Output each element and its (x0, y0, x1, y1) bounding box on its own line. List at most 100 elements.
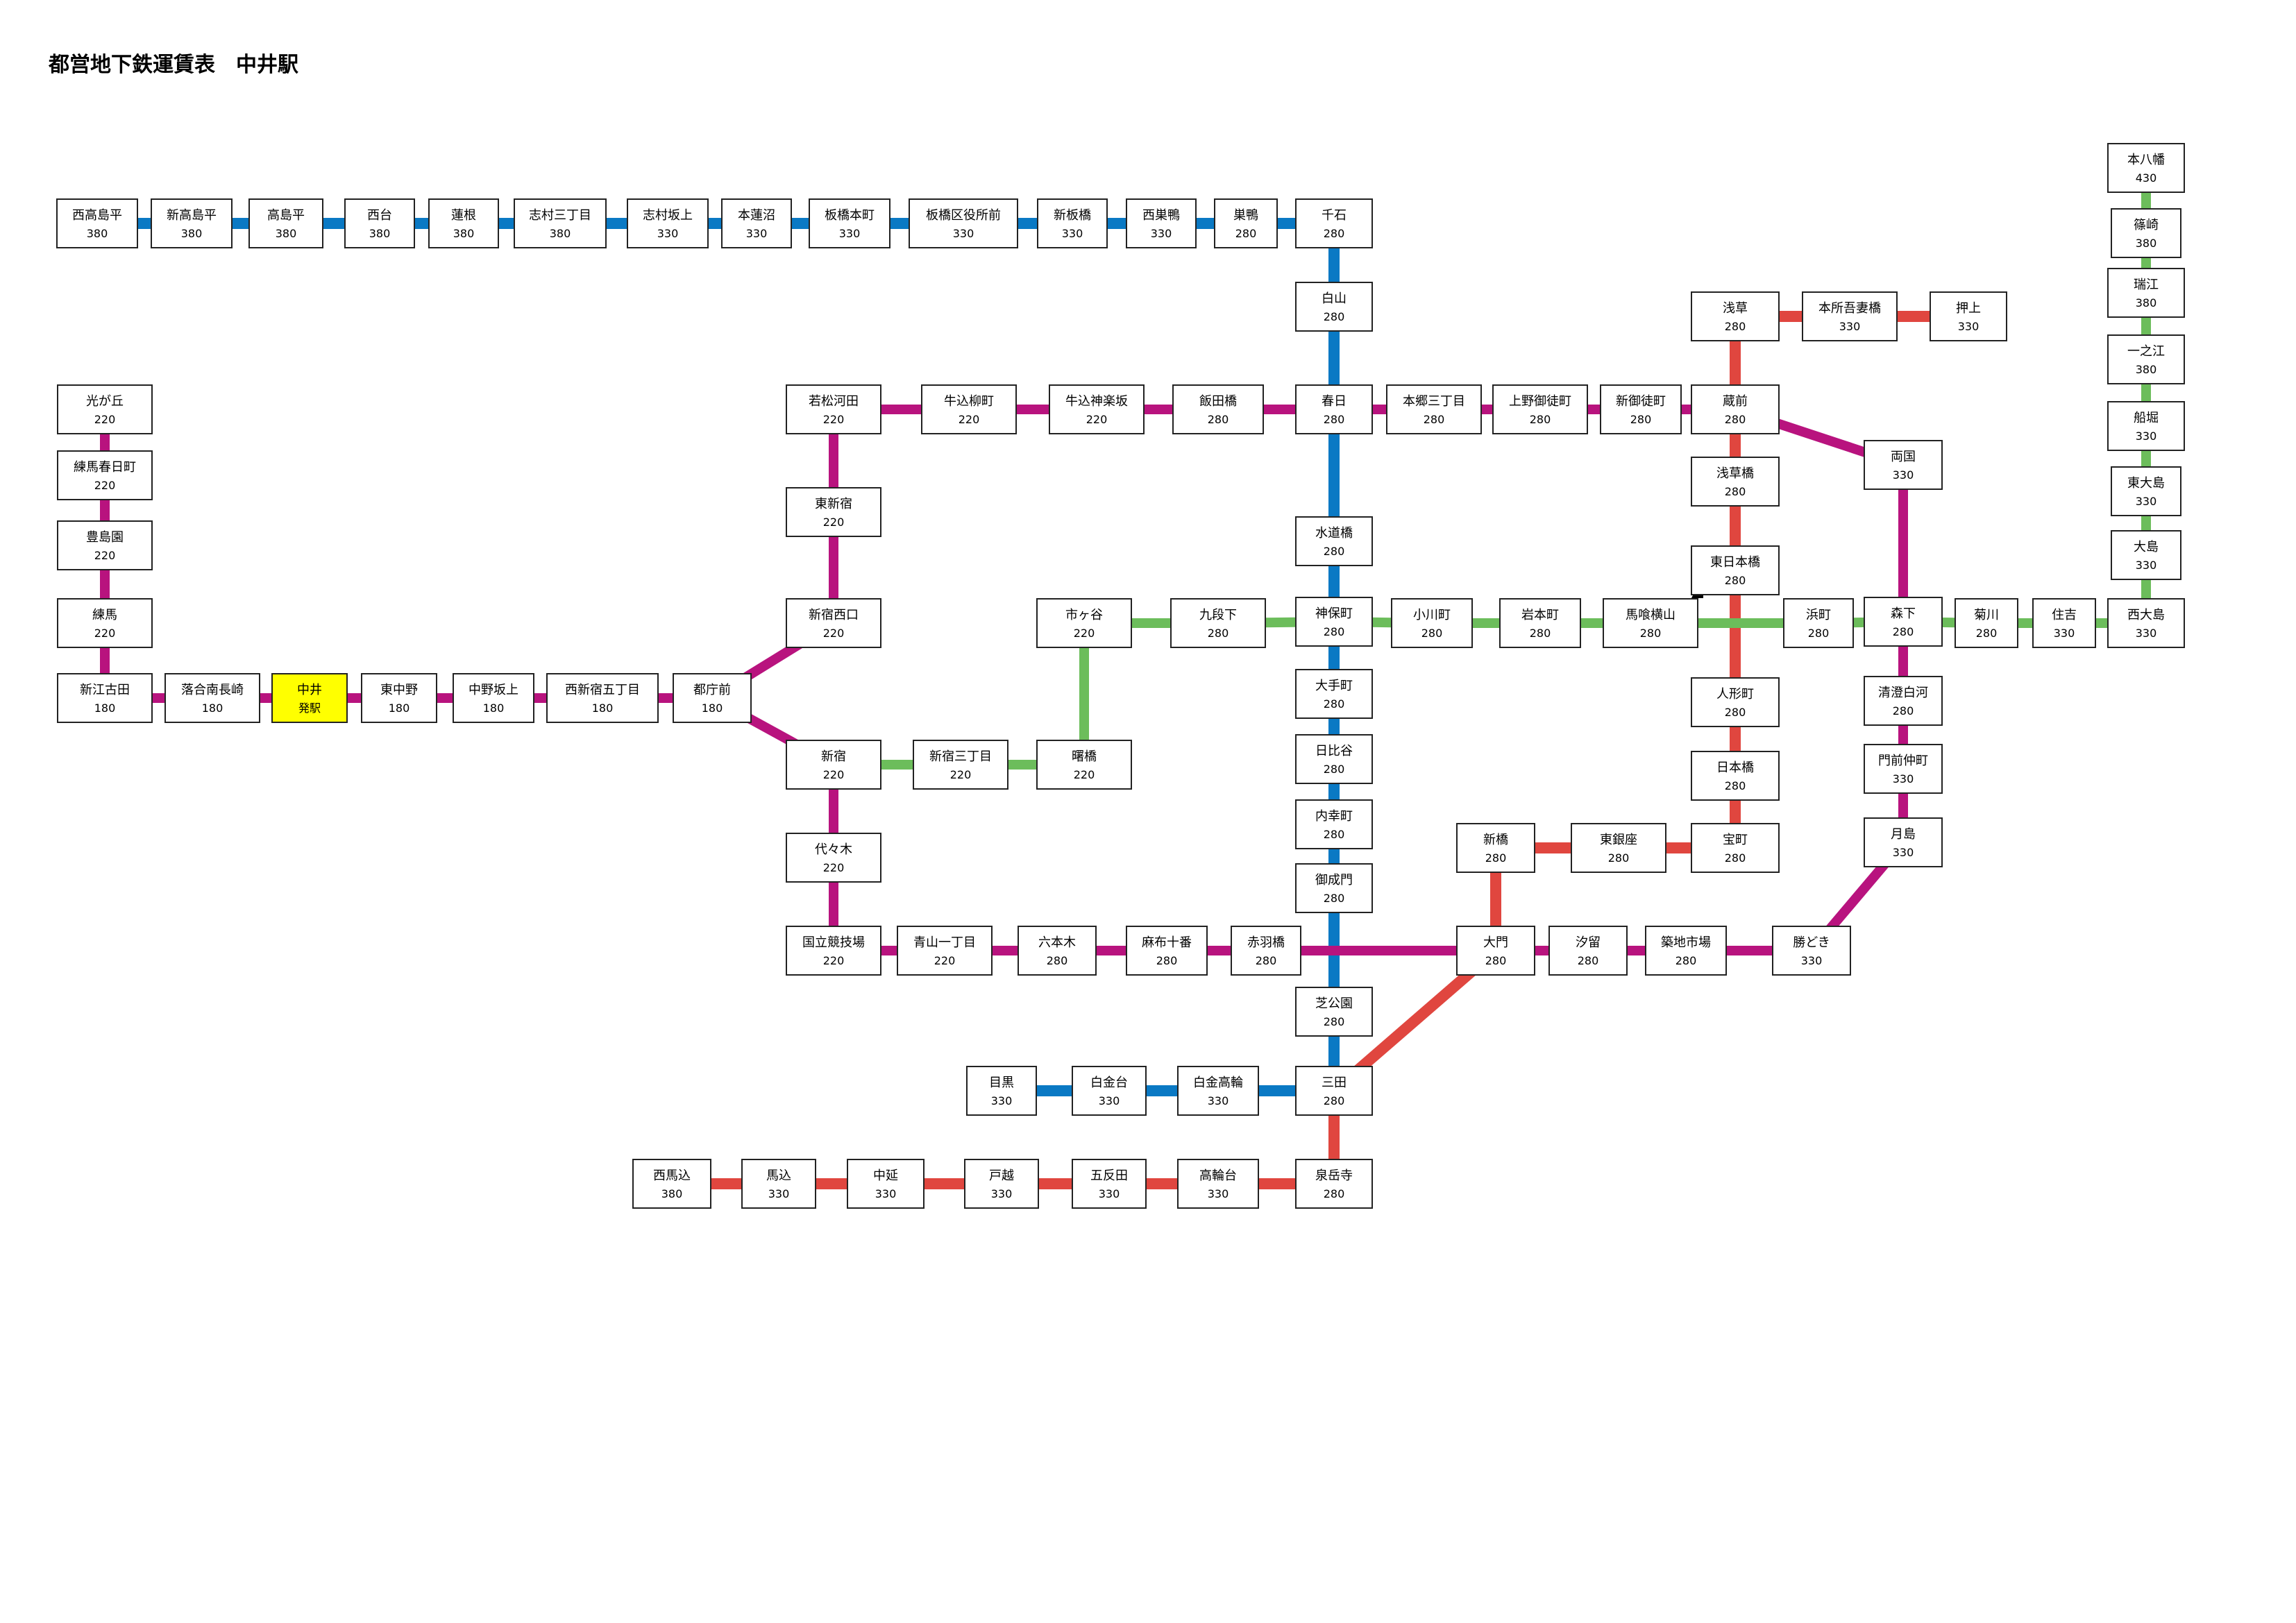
station-name: 人形町 (1716, 687, 1754, 702)
